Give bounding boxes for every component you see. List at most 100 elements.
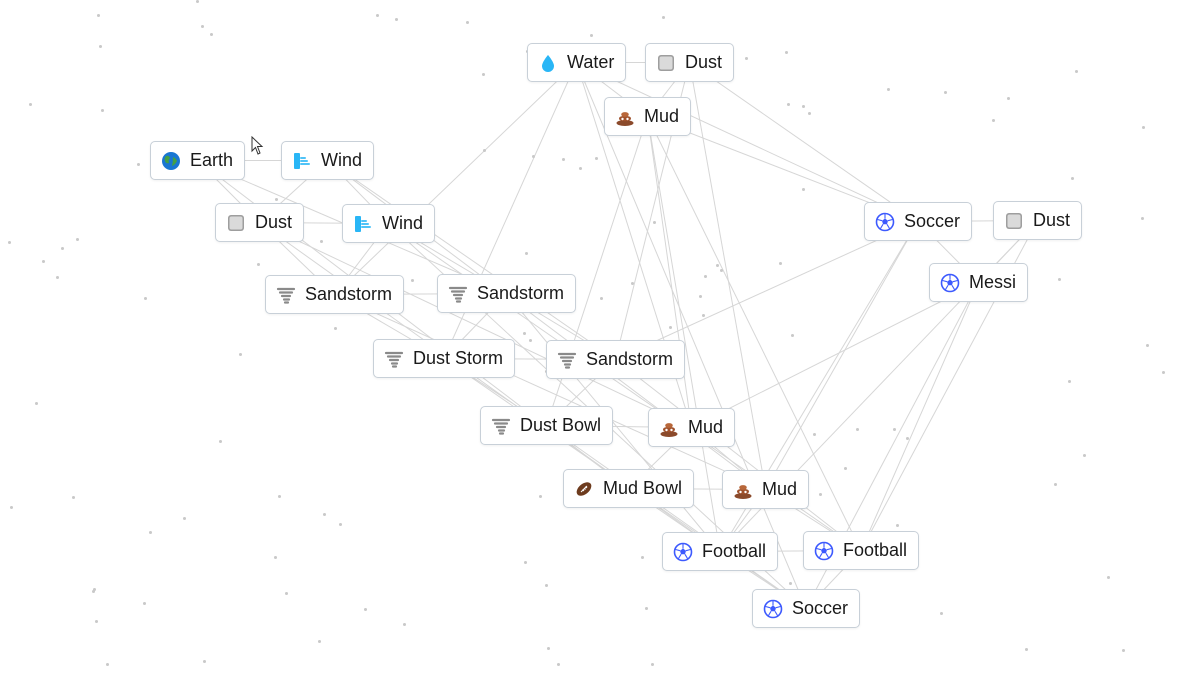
background-dot xyxy=(940,612,943,615)
element-sandstorm[interactable]: Sandstorm xyxy=(546,340,686,379)
wind-icon xyxy=(353,214,373,234)
background-dot xyxy=(716,264,719,267)
tornado-icon xyxy=(384,349,404,369)
background-dot xyxy=(376,14,379,17)
element-messi[interactable]: Messi xyxy=(929,263,1029,302)
element-label: Sandstorm xyxy=(477,283,565,303)
element-soccer[interactable]: Soccer xyxy=(864,202,973,241)
background-dot xyxy=(201,25,204,28)
background-dot xyxy=(893,428,896,431)
element-mud-bowl[interactable]: Mud Bowl xyxy=(563,469,695,508)
element-mud[interactable]: Mud xyxy=(722,470,810,509)
background-dot xyxy=(149,531,152,534)
connection-line xyxy=(765,221,919,490)
element-label: Mud xyxy=(644,106,680,126)
element-dust[interactable]: Dust xyxy=(993,201,1083,240)
background-dot xyxy=(906,437,909,440)
background-dot xyxy=(896,524,899,527)
background-dot xyxy=(1007,97,1010,100)
background-dot xyxy=(411,279,414,282)
element-football[interactable]: Football xyxy=(662,532,779,571)
element-wind[interactable]: Wind xyxy=(342,204,436,243)
background-dot xyxy=(143,602,146,605)
mud-pile-icon xyxy=(615,107,635,127)
background-dot xyxy=(1071,177,1074,180)
element-dust[interactable]: Dust xyxy=(645,43,735,82)
background-dot xyxy=(802,105,805,108)
element-sandstorm[interactable]: Sandstorm xyxy=(265,275,405,314)
connection-line xyxy=(259,222,692,428)
connection-line xyxy=(615,359,862,551)
background-dot xyxy=(720,269,723,272)
connection-line xyxy=(615,221,919,360)
background-dot xyxy=(1075,70,1078,73)
background-dot xyxy=(641,556,644,559)
element-label: Soccer xyxy=(904,211,961,231)
background-dot xyxy=(395,18,398,21)
american-football-icon xyxy=(574,479,594,499)
element-label: Mud Bowl xyxy=(603,478,683,498)
background-dot xyxy=(844,467,847,470)
background-dot xyxy=(72,496,75,499)
background-dot xyxy=(275,198,278,201)
tornado-icon xyxy=(557,350,577,370)
background-dot xyxy=(539,495,542,498)
background-dot xyxy=(92,590,95,593)
element-mud[interactable]: Mud xyxy=(604,97,692,136)
connection-line xyxy=(327,160,616,360)
background-dot xyxy=(106,663,109,666)
element-water[interactable]: Water xyxy=(527,43,627,82)
dust-cloud-icon xyxy=(1004,211,1024,231)
background-dot xyxy=(1025,648,1028,651)
background-dot xyxy=(653,221,656,224)
element-earth[interactable]: Earth xyxy=(150,141,246,180)
element-dust-storm[interactable]: Dust Storm xyxy=(373,339,516,378)
element-label: Soccer xyxy=(792,598,849,618)
element-wind[interactable]: Wind xyxy=(281,141,375,180)
background-dot xyxy=(802,188,805,191)
tornado-icon xyxy=(491,416,511,436)
element-label: Sandstorm xyxy=(586,349,674,369)
mouse-pointer-icon xyxy=(251,136,264,155)
element-mud[interactable]: Mud xyxy=(648,408,736,447)
background-dot xyxy=(787,103,790,106)
background-dot xyxy=(95,620,98,623)
wind-icon xyxy=(292,151,312,171)
background-dot xyxy=(579,167,582,170)
background-dot xyxy=(944,91,947,94)
mud-pile-icon xyxy=(659,418,679,438)
element-sandstorm[interactable]: Sandstorm xyxy=(437,274,577,313)
background-dot xyxy=(99,45,102,48)
background-dot xyxy=(590,34,593,37)
element-label: Football xyxy=(702,541,767,561)
background-dot xyxy=(529,339,532,342)
background-dot xyxy=(97,14,100,17)
background-dot xyxy=(334,327,337,330)
background-dot xyxy=(791,334,794,337)
background-dot xyxy=(745,57,748,60)
dust-cloud-icon xyxy=(226,213,246,233)
element-soccer[interactable]: Soccer xyxy=(752,589,861,628)
background-dot xyxy=(808,112,811,115)
background-dot xyxy=(699,295,702,298)
background-dot xyxy=(645,607,648,610)
background-dot xyxy=(595,157,598,160)
background-dot xyxy=(547,647,550,650)
dust-cloud-icon xyxy=(656,53,676,73)
background-dot xyxy=(318,640,321,643)
background-dot xyxy=(10,506,13,509)
background-dot xyxy=(210,33,213,36)
background-dot xyxy=(1054,483,1057,486)
tornado-icon xyxy=(448,284,468,304)
connection-line xyxy=(334,294,766,490)
element-dust[interactable]: Dust xyxy=(215,203,305,242)
element-dust-bowl[interactable]: Dust Bowl xyxy=(480,406,614,445)
element-label: Mud xyxy=(762,479,798,499)
background-dot xyxy=(323,513,326,516)
element-football[interactable]: Football xyxy=(803,531,920,570)
element-label: Wind xyxy=(382,213,424,233)
element-label: Water xyxy=(567,52,615,72)
background-dot xyxy=(403,623,406,626)
background-dot xyxy=(1058,278,1061,281)
